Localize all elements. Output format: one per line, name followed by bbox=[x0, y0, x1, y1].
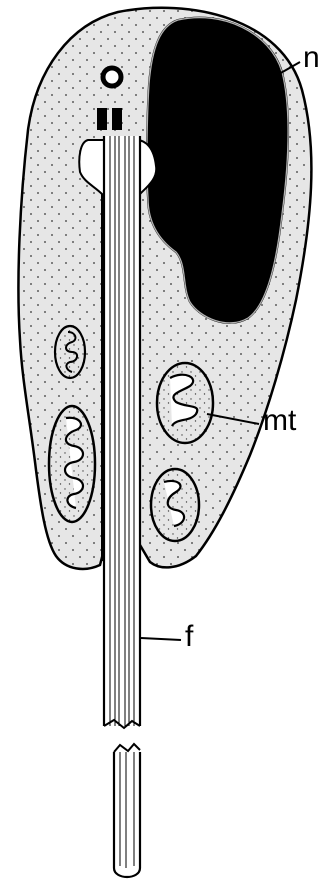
mitochondrion-left bbox=[49, 406, 95, 522]
centriole-ring bbox=[103, 68, 121, 86]
mitochondrion-small bbox=[55, 326, 85, 378]
centriole-block-left bbox=[97, 108, 107, 130]
label-flagellum: f bbox=[185, 622, 193, 652]
mitochondrion-right-upper bbox=[157, 363, 213, 443]
label-mitochondrion: mt bbox=[263, 406, 296, 436]
mitochondrion-right-lower bbox=[151, 469, 199, 541]
flagellum-lower bbox=[114, 744, 140, 877]
label-nucleus: n bbox=[303, 43, 320, 73]
centriole-block-right bbox=[112, 108, 122, 130]
flagellum-upper bbox=[104, 136, 140, 728]
leader-line-f bbox=[141, 638, 181, 640]
